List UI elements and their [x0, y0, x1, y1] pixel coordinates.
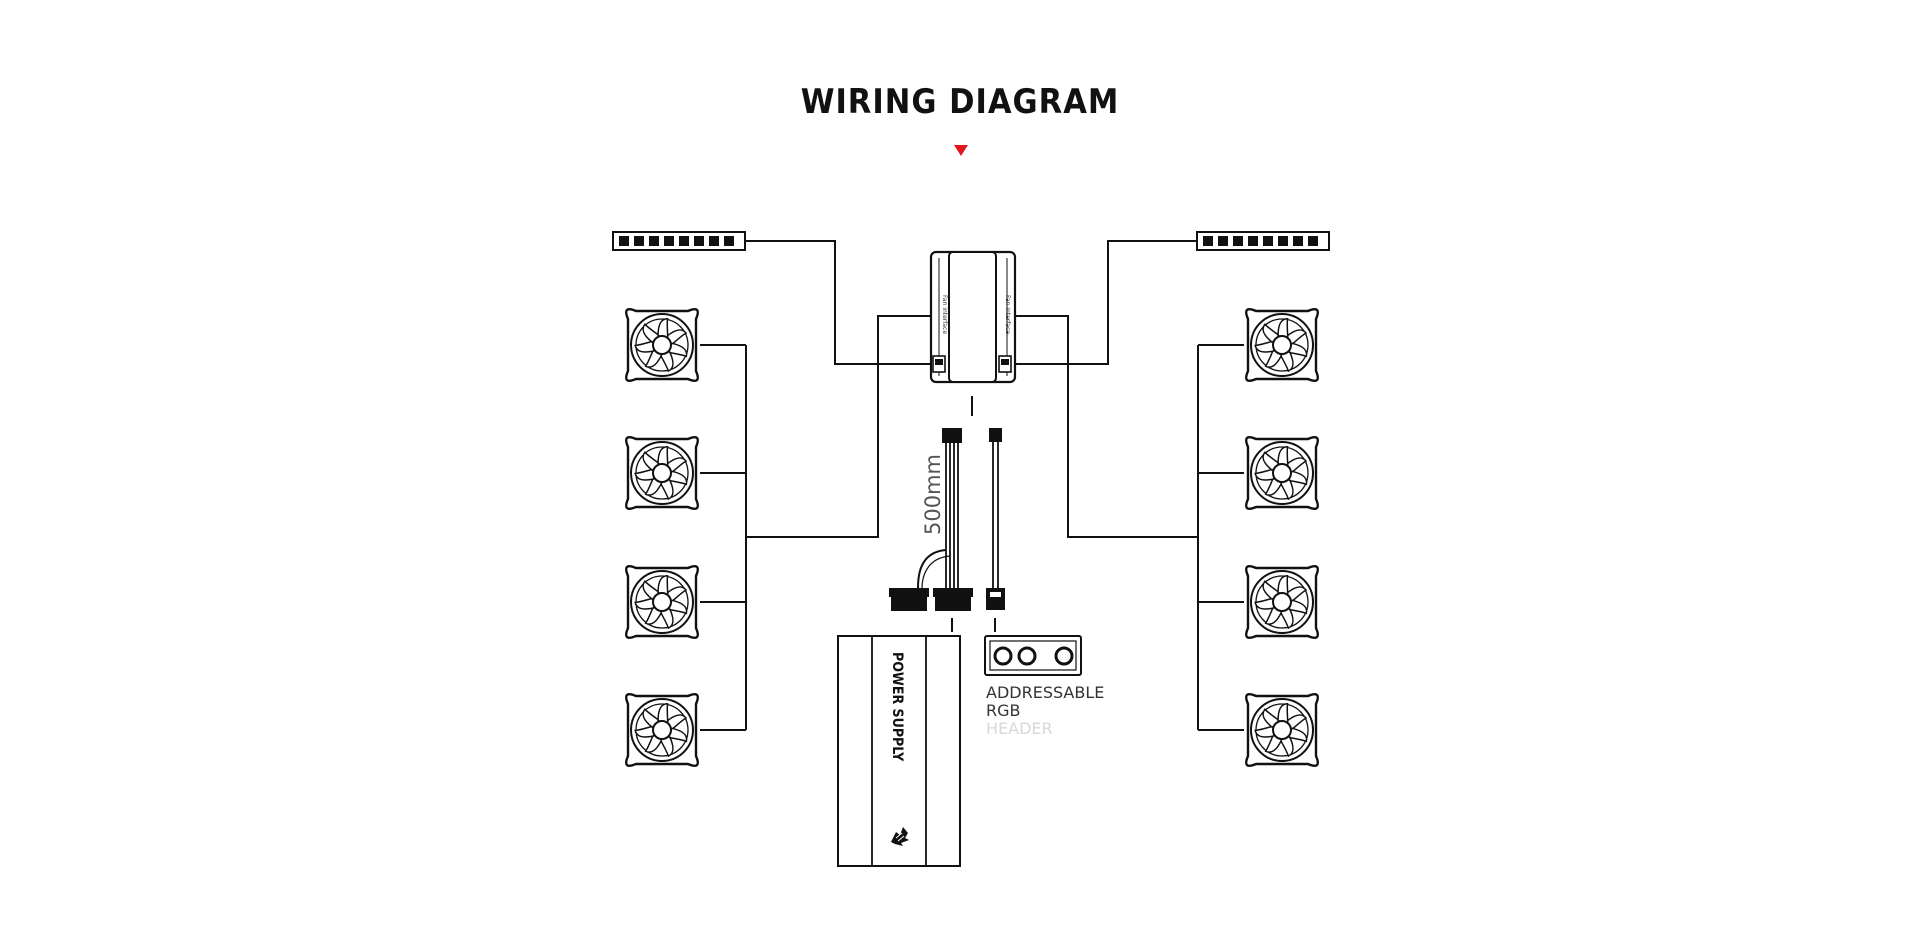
- power-supply-label: POWER SUPPLY: [889, 652, 905, 762]
- argb-label-ghost: HEADER: [986, 719, 1053, 738]
- hub-port-label-right: Fan interface: [1004, 295, 1011, 334]
- brand-logo-icon: [891, 827, 909, 846]
- argb-cable: [986, 428, 1005, 632]
- fan-icon: [626, 309, 698, 381]
- right-fan-branches: [1198, 344, 1244, 731]
- title-marker-icon: [954, 145, 968, 156]
- wire-right-led: [1014, 240, 1197, 365]
- cable-length-label: 500mm: [921, 454, 945, 535]
- power-supply-icon: POWER SUPPLY: [837, 635, 961, 867]
- fan-icon: [626, 437, 698, 509]
- fan-icon: [626, 694, 698, 766]
- argb-header-icon: [984, 635, 1082, 676]
- led-strip-icon: [612, 231, 746, 251]
- led-strip-icon: [1196, 231, 1330, 251]
- argb-label-line2: RGB: [986, 701, 1021, 720]
- left-fan-branches: [700, 344, 746, 731]
- fan-icon: [1246, 437, 1318, 509]
- diagram-title: WIRING DIAGRAM: [800, 82, 1120, 122]
- fan-icon: [1246, 309, 1318, 381]
- controller-hub-icon: Fan interface Fan interface: [929, 250, 1017, 384]
- wire-left-fans: [746, 315, 933, 538]
- fan-icon: [626, 566, 698, 638]
- fan-icon: [1246, 694, 1318, 766]
- argb-label-line1: ADDRESSABLE: [986, 683, 1104, 702]
- fan-icon: [1246, 566, 1318, 638]
- wire-right-fans: [1014, 315, 1198, 538]
- hub-port-label-left: Fan interface: [941, 295, 948, 334]
- wire-left-led: [745, 240, 933, 365]
- power-cable: [889, 428, 973, 632]
